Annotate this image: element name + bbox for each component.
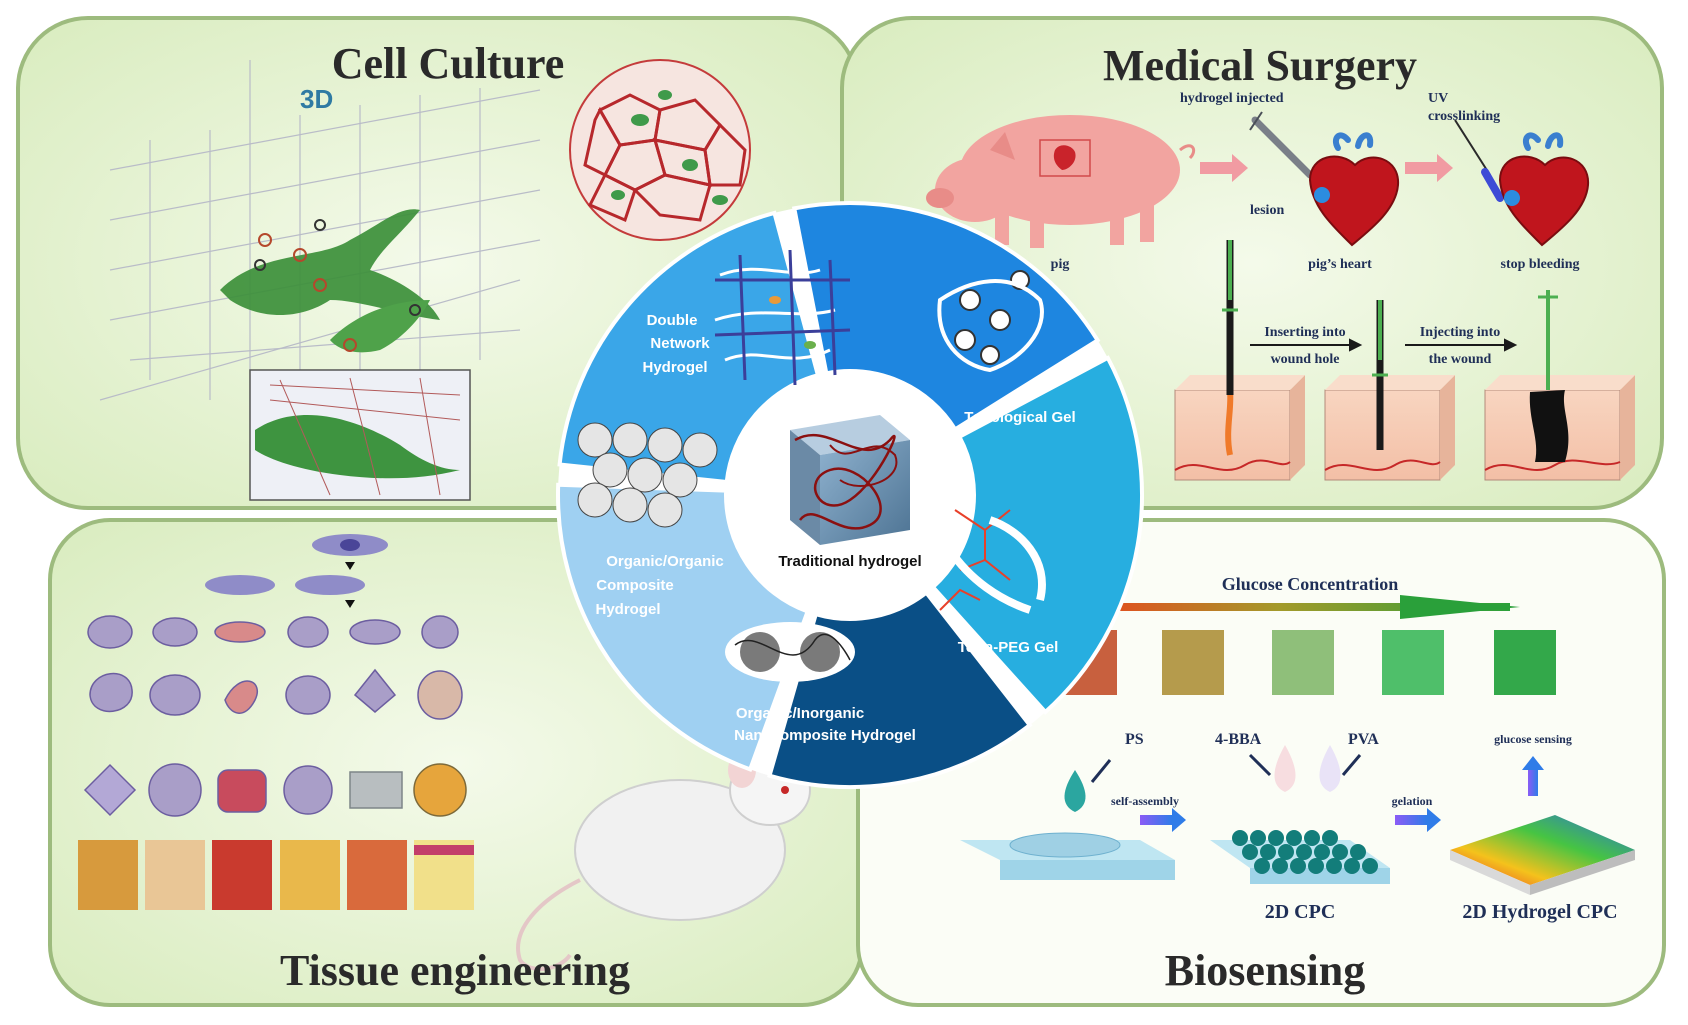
topological-art bbox=[937, 270, 1044, 373]
segment-art bbox=[577, 249, 1046, 682]
uv-pen bbox=[1454, 119, 1504, 202]
label-ps: PS bbox=[1125, 731, 1144, 748]
differentiated-cells-rows bbox=[83, 615, 467, 817]
label-uv: UV bbox=[1428, 91, 1448, 106]
label-self-assembly: self-assembly bbox=[1111, 794, 1179, 808]
glass-slide bbox=[960, 832, 1175, 880]
label-double-network-2: Network bbox=[650, 335, 710, 352]
label-pva: PVA bbox=[1348, 731, 1379, 748]
wound-block-1 bbox=[1174, 240, 1305, 481]
cell-culture-cells bbox=[220, 209, 440, 353]
label-gelation: gelation bbox=[1392, 794, 1433, 808]
stem-cell-lineage bbox=[205, 534, 388, 608]
cell-culture-network-sphere bbox=[569, 59, 751, 241]
droplets-bba-pva bbox=[1248, 745, 1362, 792]
step-arrows bbox=[1250, 338, 1518, 352]
tissue-engineering-title: Tissue engineering bbox=[280, 946, 630, 995]
label-organic-organic-3: Hydrogel bbox=[595, 601, 660, 618]
label-stop-bleeding: stop bleeding bbox=[1501, 257, 1580, 272]
biosensing-title: Biosensing bbox=[1165, 946, 1366, 995]
label-hydrogel-injected: hydrogel injected bbox=[1180, 91, 1284, 106]
medical-surgery-title: Medical Surgery bbox=[1103, 41, 1417, 90]
label-organic-inorganic-2: Nanocomposite Hydrogel bbox=[734, 727, 916, 744]
label-inserting-2: wound hole bbox=[1271, 352, 1340, 367]
label-3d: 3D bbox=[300, 84, 333, 114]
label-injecting-1: Injecting into bbox=[1420, 325, 1501, 340]
label-pigs-heart: pig’s heart bbox=[1308, 257, 1372, 272]
label-4-bba: 4-BBA bbox=[1215, 731, 1262, 748]
process-arrow-2 bbox=[1405, 154, 1453, 182]
label-injecting-2: the wound bbox=[1429, 352, 1492, 367]
segment-organic-inorganic bbox=[930, 355, 1144, 715]
organic-organic-art bbox=[577, 422, 718, 528]
heart-2 bbox=[1498, 132, 1590, 247]
label-organic-organic-1: Organic/Organic bbox=[606, 553, 724, 570]
label-2d-cpc: 2D CPC bbox=[1265, 901, 1336, 923]
heart-1 bbox=[1308, 132, 1400, 247]
wound-block-2 bbox=[1324, 300, 1455, 481]
label-traditional-hydrogel: Traditional hydrogel bbox=[778, 553, 921, 570]
traditional-hydrogel-cube bbox=[790, 415, 910, 545]
process-arrows-biosensing bbox=[1140, 756, 1544, 832]
label-2d-hydrogel-cpc: 2D Hydrogel CPC bbox=[1462, 901, 1617, 923]
pig-illustration bbox=[926, 115, 1196, 248]
wound-block-3 bbox=[1484, 290, 1635, 481]
label-crosslinking: crosslinking bbox=[1428, 109, 1500, 124]
glucose-gradient-arrow bbox=[1090, 595, 1520, 619]
cpc-2d-array bbox=[1210, 830, 1390, 884]
cell-culture-title: Cell Culture bbox=[332, 39, 565, 88]
hydrogel-cpc-2d bbox=[1450, 815, 1635, 895]
ps-droplet bbox=[1064, 759, 1112, 812]
segment-double-network bbox=[556, 482, 811, 772]
label-pig: pig bbox=[1051, 257, 1070, 272]
tissue-thumbnails bbox=[78, 840, 474, 910]
tetra-peg-art bbox=[939, 509, 1046, 614]
cell-culture-inset bbox=[249, 369, 471, 501]
label-double-network-1: Double bbox=[647, 312, 698, 329]
label-glucose-sensing: glucose sensing bbox=[1494, 732, 1572, 746]
label-tetra-peg-gel: Tetra-PEG Gel bbox=[958, 639, 1059, 656]
double-network-art bbox=[714, 249, 851, 386]
label-topological-gel: Topological Gel bbox=[964, 409, 1075, 426]
label-organic-inorganic-1: Organic/Inorganic bbox=[736, 705, 864, 722]
label-glucose-concentration: Glucose Concentration bbox=[1222, 574, 1398, 594]
process-arrow-1 bbox=[1200, 154, 1248, 182]
label-lesion: lesion bbox=[1250, 203, 1284, 218]
organic-inorganic-art bbox=[725, 622, 855, 682]
label-double-network-3: Hydrogel bbox=[642, 359, 707, 376]
label-inserting-1: Inserting into bbox=[1264, 325, 1345, 340]
label-organic-organic-2: Composite bbox=[596, 577, 674, 594]
segment-tetra-peg bbox=[791, 201, 1101, 433]
